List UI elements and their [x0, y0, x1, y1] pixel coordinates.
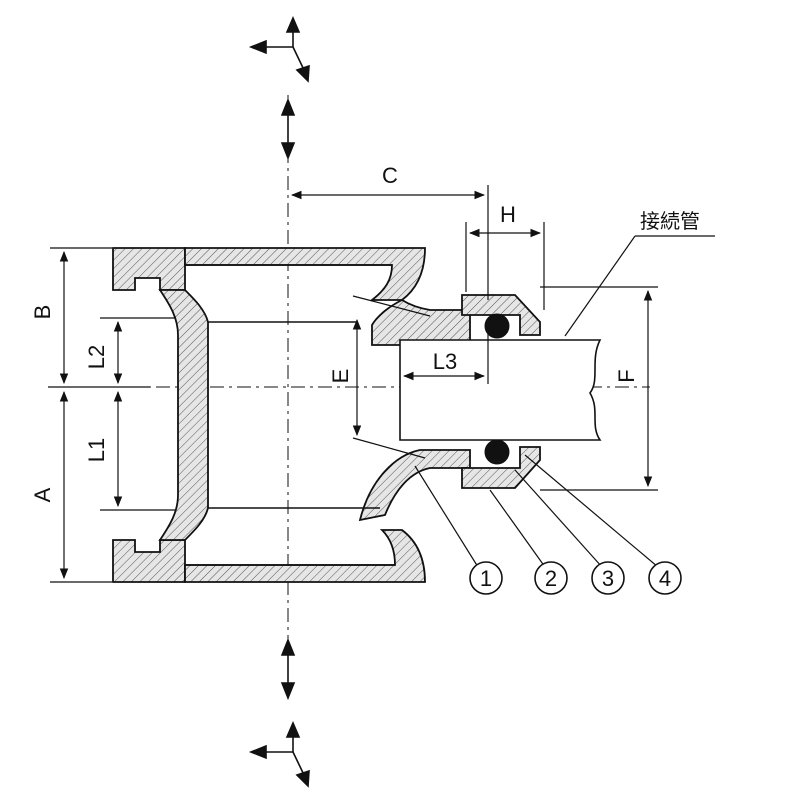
vertical-arrow-bottom: [280, 637, 296, 701]
part-number-2: 2: [545, 566, 557, 591]
direction-symbol-bottom: [248, 720, 310, 788]
connecting-pipe: [399, 339, 602, 441]
dim-label-f: F: [614, 369, 639, 382]
part-balloon-1: 1: [469, 561, 503, 595]
dim-label-e: E: [328, 369, 353, 384]
part-number-3: 3: [602, 566, 614, 591]
part-number-4: 4: [659, 566, 671, 591]
direction-symbol-top: [248, 15, 310, 83]
part-balloon-2: 2: [534, 561, 568, 595]
dim-label-l3: L3: [433, 349, 457, 374]
pipe-label: 接続管: [640, 209, 700, 233]
dimension-lines: [48, 185, 715, 583]
dim-label-l2: L2: [84, 345, 109, 369]
bore-lines: [185, 264, 395, 566]
dim-label-a: A: [30, 487, 55, 502]
part-balloon-4: 4: [648, 561, 682, 595]
dim-label-l1: L1: [84, 438, 109, 462]
vertical-arrow-top: [280, 97, 296, 161]
tee-body: [112, 247, 471, 583]
o-rings: [484, 313, 510, 465]
dim-label-b: B: [30, 305, 55, 320]
part-number-1: 1: [480, 566, 492, 591]
dim-label-h: H: [500, 202, 516, 227]
part-balloon-3: 3: [591, 561, 625, 595]
dim-label-c: C: [382, 163, 398, 188]
